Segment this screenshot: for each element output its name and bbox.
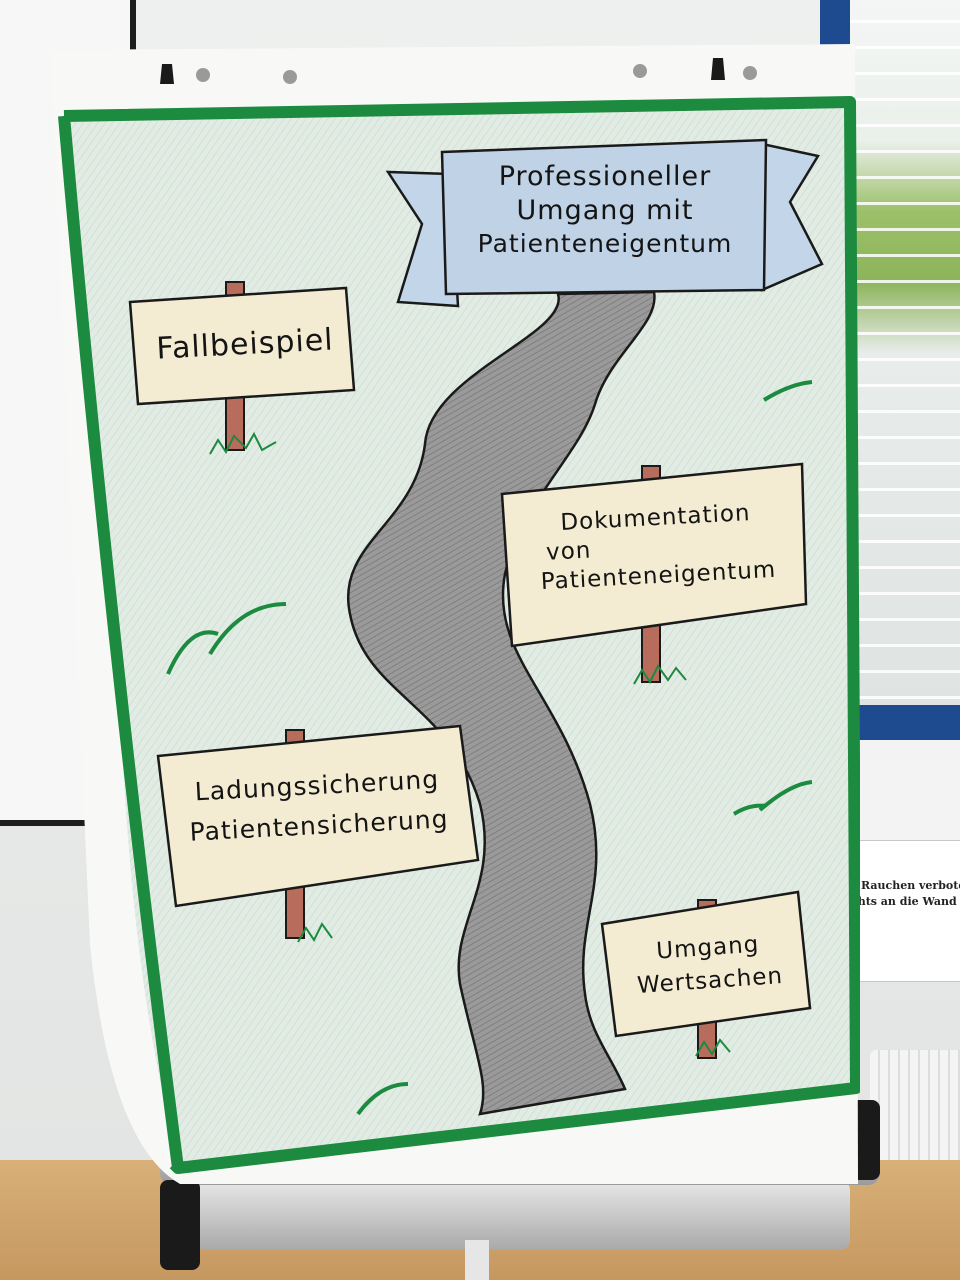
window-glass <box>850 0 960 705</box>
blind-slat <box>850 358 960 361</box>
blind-slat <box>850 670 960 673</box>
blind-slat <box>850 332 960 335</box>
blind-slat <box>850 384 960 387</box>
blind-slat <box>850 98 960 101</box>
grass-stroke <box>208 602 287 656</box>
binding-hole <box>196 68 210 82</box>
sign-board-dokumentation <box>500 462 808 648</box>
binding-clip <box>711 58 725 80</box>
green-border-left <box>58 115 184 1169</box>
blind-slat <box>850 592 960 595</box>
banner-title-line1: Professioneller <box>498 161 712 192</box>
blind-slat <box>850 150 960 153</box>
blind-slat <box>850 176 960 179</box>
blind-slat <box>850 46 960 49</box>
grass-tuft <box>633 664 687 685</box>
blind-slat <box>850 410 960 413</box>
blind-slat <box>850 566 960 569</box>
sign-board-umgang <box>600 890 812 1038</box>
blind-slat <box>850 254 960 257</box>
flipchart-paper: Professioneller Umgang mit Patienteneige… <box>50 44 860 1184</box>
sign-ladung: Ladungssicherung Patientensicherung <box>166 758 470 854</box>
blind-slat <box>850 618 960 621</box>
easel-leg <box>465 1240 489 1280</box>
sign-dokumentation: Dokumentation von Patienteneigentum <box>510 496 804 597</box>
binding-hole <box>283 70 297 84</box>
banner-title-line3: Patienteneigentum <box>477 228 733 258</box>
binding-hole <box>743 66 757 80</box>
blind-slat <box>850 306 960 309</box>
sign-board-fallbeispiel <box>128 286 356 406</box>
no-smoking-sign-line2: chts an die Wand leh <box>851 895 960 908</box>
banner-title-line2: Umgang mit <box>516 194 694 226</box>
grass-stroke <box>356 1082 409 1116</box>
grass-tuft <box>209 431 277 455</box>
blind-slat <box>850 72 960 75</box>
grass-tuft <box>297 922 333 943</box>
banner-panel <box>440 138 768 296</box>
sign-umgang: Umgang Wertsachen <box>612 925 806 1005</box>
blind-slat <box>850 20 960 23</box>
banner-title: Professioneller Umgang mit Patienteneige… <box>445 160 765 259</box>
blind-slat <box>850 124 960 127</box>
binding-clip <box>160 64 174 84</box>
binding-hole <box>633 64 647 78</box>
blind-slat <box>850 514 960 517</box>
blind-slat <box>850 488 960 491</box>
blind-slat <box>850 228 960 231</box>
no-smoking-sign: Rauchen verboten chts an die Wand leh <box>850 840 960 982</box>
grass-stroke <box>166 630 219 675</box>
grass-stroke <box>758 780 813 812</box>
blind-slat <box>850 644 960 647</box>
no-smoking-sign-line1: Rauchen verboten <box>861 879 960 892</box>
blind-slat <box>850 696 960 699</box>
blind-slat <box>850 436 960 439</box>
flipchart-drawing <box>50 44 860 1184</box>
grass-tuft <box>695 1038 731 1057</box>
easel-tray <box>170 1180 850 1250</box>
easel-cap-left <box>160 1180 200 1270</box>
grass-stroke <box>762 380 813 402</box>
sign-board-ladung <box>156 724 480 908</box>
blind-slat <box>850 280 960 283</box>
blind-slat <box>850 202 960 205</box>
blind-slat <box>850 462 960 465</box>
blind-slat <box>850 540 960 543</box>
